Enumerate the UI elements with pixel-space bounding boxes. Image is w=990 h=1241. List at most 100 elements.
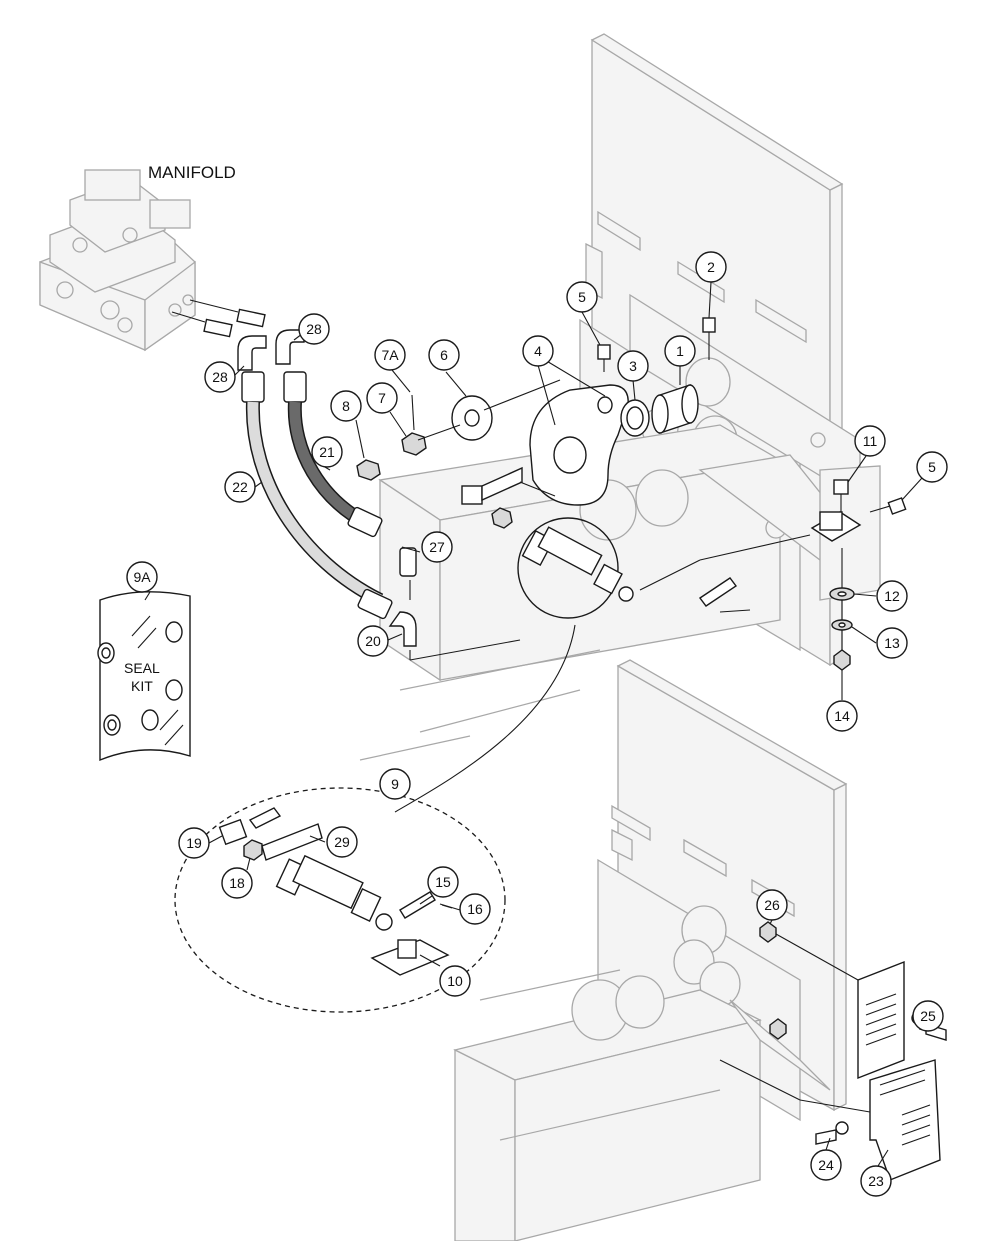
callout-25: 25 <box>912 1000 944 1032</box>
callout-14: 14 <box>826 700 858 732</box>
callout-7: 7 <box>366 382 398 414</box>
plate-29 <box>261 823 323 861</box>
hoses <box>237 329 521 661</box>
svg-text:22: 22 <box>232 479 248 495</box>
svg-text:10: 10 <box>447 973 463 989</box>
callout-4: 4 <box>522 335 554 367</box>
callout-13: 13 <box>876 627 908 659</box>
svg-text:14: 14 <box>834 708 850 724</box>
bolt-24 <box>815 1129 837 1145</box>
callout-2: 2 <box>695 251 727 283</box>
callout-24: 24 <box>810 1149 842 1181</box>
callout-leaders <box>144 281 923 1167</box>
svg-text:8: 8 <box>342 398 350 414</box>
hydraulic-cylinder-9 <box>292 854 364 910</box>
svg-text:6: 6 <box>440 347 448 363</box>
lower-frame-ghost <box>453 659 848 1241</box>
svg-text:29: 29 <box>334 834 350 850</box>
cylinder-assembly-9 <box>174 624 576 1013</box>
svg-text:16: 16 <box>467 901 483 917</box>
svg-text:28: 28 <box>212 369 228 385</box>
elbow-fitting-20 <box>388 611 417 647</box>
clevis-19 <box>218 818 248 846</box>
callout-9: 9 <box>379 768 411 800</box>
svg-text:13: 13 <box>884 635 900 651</box>
callout-5-right: 5 <box>916 451 948 483</box>
callout-27: 27 <box>421 531 453 563</box>
callout-19: 19 <box>178 827 210 859</box>
svg-text:24: 24 <box>818 1157 834 1173</box>
nut-26 <box>759 921 777 943</box>
svg-text:1: 1 <box>676 343 684 359</box>
elbow-fitting-28-left <box>237 335 267 371</box>
svg-text:9A: 9A <box>133 569 151 585</box>
svg-text:18: 18 <box>229 875 245 891</box>
callout-8: 8 <box>330 390 362 422</box>
svg-text:5: 5 <box>928 459 936 475</box>
callout-16: 16 <box>459 893 491 925</box>
svg-text:11: 11 <box>863 433 878 449</box>
svg-text:23: 23 <box>868 1173 884 1189</box>
svg-text:12: 12 <box>884 588 900 604</box>
hose-22 <box>247 401 383 605</box>
grease-fitting-5-right <box>887 497 907 515</box>
callout-7a: 7A <box>374 339 406 371</box>
callout-21: 21 <box>311 436 343 468</box>
callout-9a: 9A <box>126 561 158 593</box>
grease-fitting-2 <box>702 317 716 333</box>
callout-28-right: 28 <box>298 313 330 345</box>
svg-text:27: 27 <box>429 539 445 555</box>
callout-3: 3 <box>617 350 649 382</box>
svg-text:20: 20 <box>365 633 381 649</box>
nut-7 <box>401 432 427 456</box>
callout-5-upper: 5 <box>566 281 598 313</box>
pivot-parts <box>356 317 907 700</box>
seal-kit-9a <box>97 591 191 762</box>
svg-text:5: 5 <box>578 289 586 305</box>
callout-18: 18 <box>221 867 253 899</box>
svg-text:25: 25 <box>920 1008 936 1024</box>
pin-15 <box>399 891 436 919</box>
nut-8 <box>356 459 381 481</box>
callout-20: 20 <box>357 625 389 657</box>
callout-15: 15 <box>427 866 459 898</box>
seal-kit-label-line1: SEAL <box>124 660 160 676</box>
elbow-fitting-28-right <box>275 329 305 365</box>
nut-18 <box>243 839 263 861</box>
manifold-assembly <box>39 169 266 352</box>
svg-text:15: 15 <box>435 874 451 890</box>
fitting-27 <box>399 547 417 577</box>
svg-text:7A: 7A <box>381 347 399 363</box>
svg-text:3: 3 <box>629 358 637 374</box>
bolt-11 <box>833 479 849 495</box>
assembly-boundary <box>174 787 506 1013</box>
svg-text:21: 21 <box>319 444 335 460</box>
svg-text:26: 26 <box>764 897 780 913</box>
svg-text:4: 4 <box>534 343 542 359</box>
callout-12: 12 <box>876 580 908 612</box>
svg-text:7: 7 <box>378 390 386 406</box>
clevis-pin <box>481 466 523 502</box>
clevis-block <box>461 485 483 505</box>
callout-28-left: 28 <box>204 361 236 393</box>
pivot-pin <box>698 577 738 607</box>
callout-22: 22 <box>224 471 256 503</box>
callout-26: 26 <box>756 889 788 921</box>
grease-fitting-5-upper <box>597 344 611 360</box>
callout-1: 1 <box>664 335 696 367</box>
guard-23 <box>719 921 947 1181</box>
manifold-label: MANIFOLD <box>148 163 236 182</box>
svg-text:28: 28 <box>306 321 322 337</box>
detail-circle <box>517 517 619 619</box>
callout-10: 10 <box>439 965 471 997</box>
callout-29: 29 <box>326 826 358 858</box>
svg-text:9: 9 <box>391 776 399 792</box>
hydraulic-cylinder-upper <box>537 526 603 576</box>
svg-text:19: 19 <box>186 835 202 851</box>
washer-24 <box>835 1121 849 1135</box>
svg-text:2: 2 <box>707 259 715 275</box>
callout-11: 11 <box>854 425 886 457</box>
seal-kit-label-line2: KIT <box>131 678 153 694</box>
